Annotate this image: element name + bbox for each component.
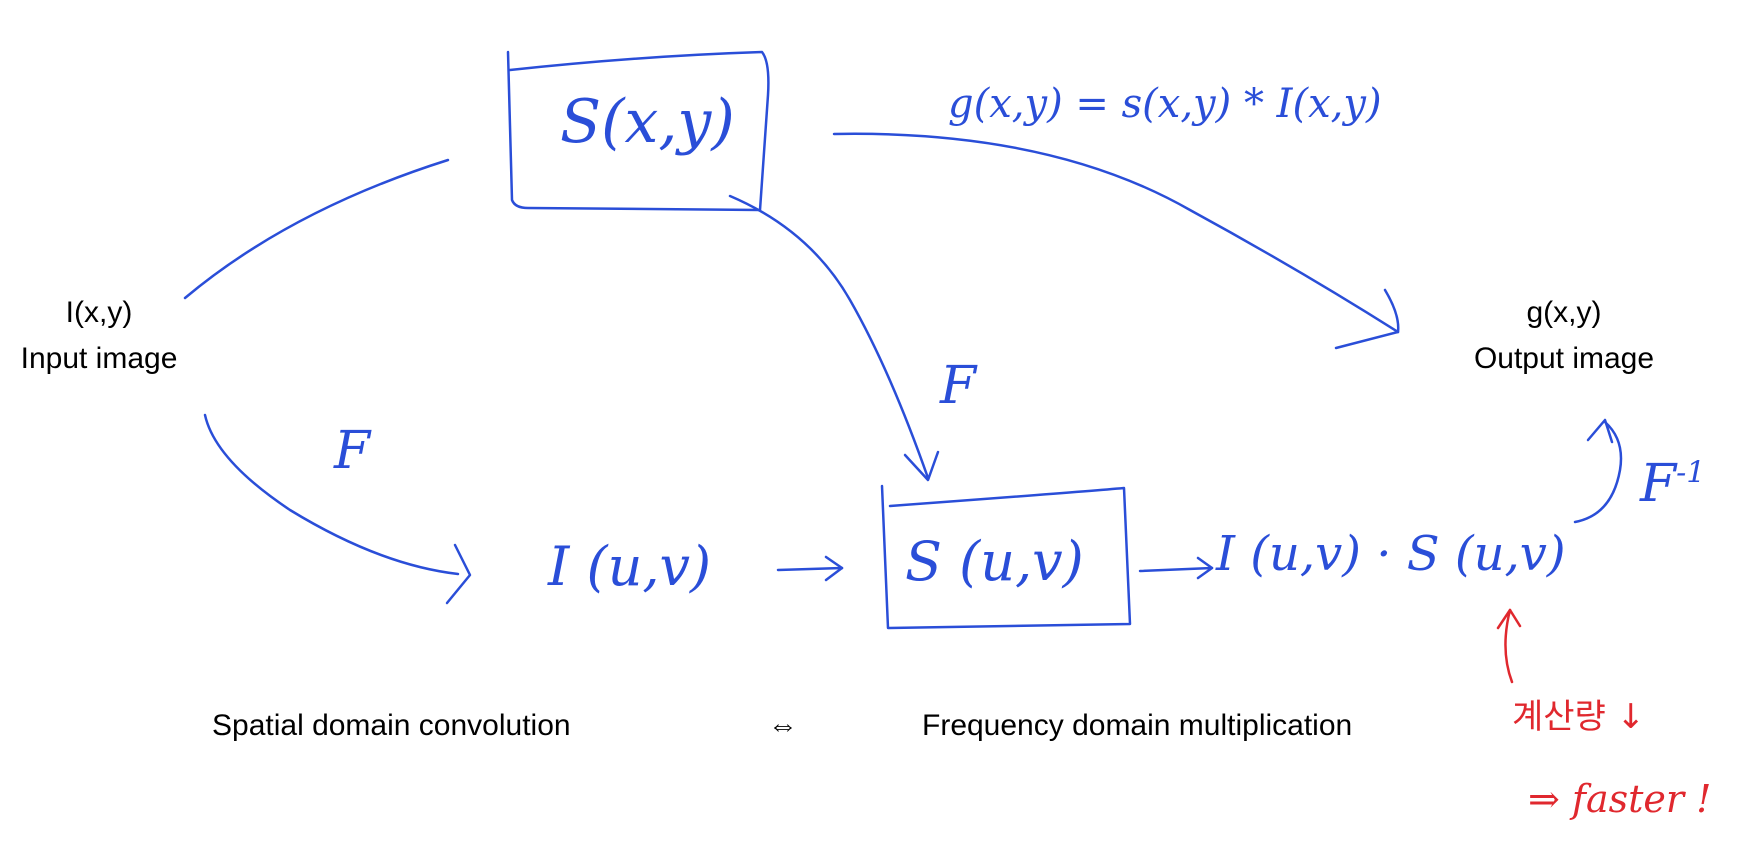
- output-label: g(x,y) Output image: [1440, 290, 1688, 382]
- input-to-kernel-line: [183, 158, 450, 300]
- kernel-to-output-arrow: [832, 132, 1400, 334]
- red-note-korean: 계산량 ↓: [1512, 697, 1646, 737]
- product-dot: ·: [1376, 526, 1392, 582]
- kernel-spectrum-label: S (u,v): [905, 530, 1084, 593]
- inverse-transform-arrow: [1573, 420, 1623, 524]
- product-expression: I (u,v) · S (u,v): [1216, 530, 1566, 578]
- box-to-product-arrowhead: [1196, 556, 1214, 580]
- red-note-result: ⇒ faster !: [1528, 777, 1712, 821]
- output-caption: Output image: [1473, 342, 1655, 375]
- spatial-caption: Spatial domain convolution: [212, 709, 571, 742]
- kernel-to-spectrum-arrowhead: [903, 450, 940, 482]
- image-spectrum-label: I (u,v): [548, 535, 712, 598]
- inverse-transform-arrowhead: [1586, 418, 1614, 444]
- kernel-box-outline: [506, 50, 770, 212]
- input-to-spectrum-arrowhead: [445, 543, 472, 605]
- convolution-equation: g(x,y) = s(x,y) * I(x,y): [948, 81, 1382, 127]
- input-to-spectrum-arrow: [203, 413, 460, 576]
- input-label: I(x,y) Input image: [0, 290, 198, 382]
- input-caption: Input image: [20, 342, 178, 375]
- inverse-ft-exponent: -1: [1676, 455, 1706, 491]
- ft-label-input: F: [334, 421, 371, 481]
- spectrum-to-box-arrowhead: [824, 555, 844, 582]
- output-function: g(x,y): [1526, 296, 1602, 329]
- kernel-to-spectrum-arrow: [728, 194, 930, 480]
- equivalence-symbol: ⇔: [768, 709, 798, 742]
- inverse-ft-letter: F: [1640, 454, 1677, 514]
- product-left-term: I (u,v): [1216, 526, 1361, 582]
- spectrum-box-outline: [880, 484, 1132, 630]
- inverse-ft-label: F-1: [1640, 458, 1705, 510]
- kernel-box-label: S(x,y): [560, 87, 735, 157]
- product-right-term: S (u,v): [1406, 526, 1566, 582]
- frequency-caption: Frequency domain multiplication: [922, 709, 1353, 742]
- kernel-to-output-arrowhead: [1334, 288, 1400, 350]
- red-pointer-arrowhead: [1496, 608, 1522, 630]
- ft-label-kernel: F: [940, 356, 977, 416]
- box-to-product-arrow: [1138, 566, 1214, 573]
- input-function: I(x,y): [65, 296, 133, 329]
- red-pointer-arrow: [1504, 608, 1514, 684]
- spectrum-to-box-arrow: [776, 566, 844, 572]
